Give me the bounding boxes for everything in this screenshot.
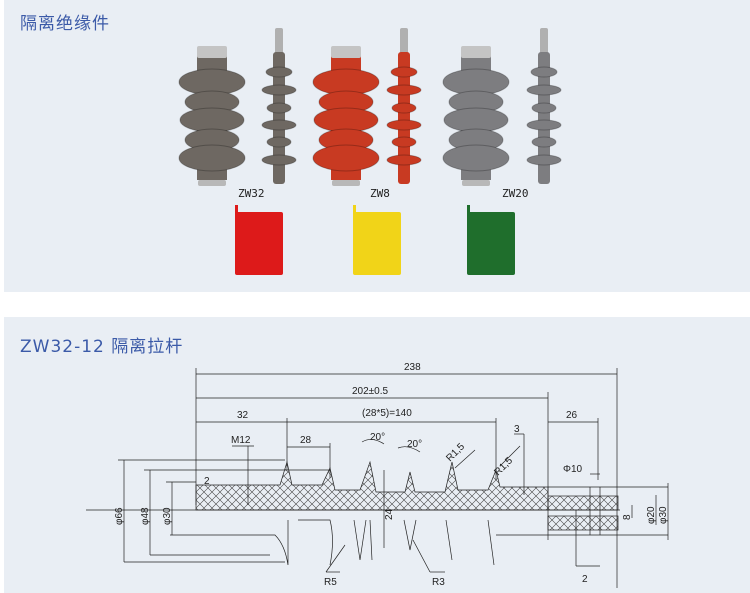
insulator-base bbox=[198, 180, 226, 186]
u-bracket bbox=[467, 212, 515, 275]
u-bracket-flange bbox=[280, 214, 283, 234]
insulator-cap bbox=[461, 46, 491, 58]
dim-angle-2: 20° bbox=[407, 439, 422, 450]
technical-drawing: 238 202±0.5 32 (28*5)=140 26 3 M12 28 20… bbox=[86, 362, 669, 588]
u-bracket-flange bbox=[467, 205, 470, 235]
drawing-panel: ZW32-12 隔离拉杆 bbox=[4, 317, 750, 593]
insulator-shed bbox=[179, 107, 245, 133]
section-title: 隔离绝缘件 bbox=[20, 14, 110, 34]
rod-shed bbox=[265, 66, 293, 78]
rod-shed bbox=[526, 84, 562, 96]
rod-shed bbox=[261, 119, 297, 131]
rod-shed bbox=[391, 136, 417, 148]
u-bracket bbox=[235, 212, 283, 275]
dim-24: 24 bbox=[384, 508, 395, 520]
rod-shed bbox=[526, 119, 562, 131]
insulator-cap bbox=[197, 46, 227, 58]
rod-metal-end bbox=[400, 28, 408, 54]
u-bracket-flange bbox=[512, 214, 515, 234]
rod-body bbox=[538, 52, 550, 184]
dim-202: 202±0.5 bbox=[352, 386, 389, 397]
dim-phi10: Φ10 bbox=[563, 464, 583, 475]
rod-shed bbox=[530, 66, 558, 78]
insulator-shed bbox=[313, 107, 379, 133]
dim-2-top: 2 bbox=[204, 476, 210, 487]
dim-phi66: φ66 bbox=[114, 507, 125, 525]
dim-28: 28 bbox=[300, 435, 312, 446]
dim-phi30: φ30 bbox=[162, 507, 173, 525]
insulator-cap bbox=[331, 46, 361, 58]
dim-140: (28*5)=140 bbox=[362, 408, 412, 419]
rod-shed bbox=[261, 84, 297, 96]
dim-8: 8 bbox=[622, 514, 633, 520]
dim-phi30-right: φ30 bbox=[658, 506, 669, 524]
insulators-panel: 隔离绝缘件 ZW32 ZW8 ZW20 bbox=[4, 0, 750, 292]
dim-26: 26 bbox=[566, 410, 578, 421]
insulator-shed bbox=[443, 107, 509, 133]
rod-metal-end bbox=[540, 28, 548, 54]
rod-shed bbox=[526, 154, 562, 166]
rod-body bbox=[273, 52, 285, 184]
product-label-zw32: ZW32 bbox=[238, 187, 265, 200]
u-bracket bbox=[353, 212, 401, 275]
dim-m12: M12 bbox=[231, 435, 251, 446]
insulator-shed bbox=[312, 144, 380, 172]
rod-shed bbox=[390, 66, 418, 78]
insulator-shed bbox=[442, 144, 510, 172]
rod-shed bbox=[386, 119, 422, 131]
rod-shed bbox=[386, 84, 422, 96]
rod-shed bbox=[261, 154, 297, 166]
dim-phi20: φ20 bbox=[646, 506, 657, 524]
product-label-zw20: ZW20 bbox=[502, 187, 529, 200]
dim-angle-1: 20° bbox=[370, 432, 385, 443]
rod-shed bbox=[531, 102, 557, 114]
section-title: ZW32-12 隔离拉杆 bbox=[20, 337, 184, 357]
dim-r15-a: R1,5 bbox=[444, 441, 467, 464]
dim-238: 238 bbox=[404, 362, 421, 373]
dim-phi48: φ48 bbox=[140, 507, 151, 525]
rod-shed bbox=[266, 136, 292, 148]
product-label-zw8: ZW8 bbox=[370, 187, 390, 200]
dim-3: 3 bbox=[514, 424, 520, 435]
rod-shed bbox=[531, 136, 557, 148]
rod-body bbox=[398, 52, 410, 184]
u-bracket-flange bbox=[353, 205, 356, 235]
u-bracket-flange bbox=[235, 205, 238, 235]
rod-metal-end bbox=[275, 28, 283, 54]
dim-r5: R5 bbox=[324, 577, 337, 588]
rod-shed bbox=[386, 154, 422, 166]
dim-r3: R3 bbox=[432, 577, 445, 588]
dim-32: 32 bbox=[237, 410, 249, 421]
product-photos bbox=[178, 28, 562, 275]
dim-2-bottom: 2 bbox=[582, 574, 588, 585]
insulator-shed bbox=[178, 144, 246, 172]
insulator-base bbox=[462, 180, 490, 186]
rod-shed bbox=[266, 102, 292, 114]
u-bracket-flange bbox=[398, 214, 401, 234]
rod-shed bbox=[391, 102, 417, 114]
insulator-base bbox=[332, 180, 360, 186]
